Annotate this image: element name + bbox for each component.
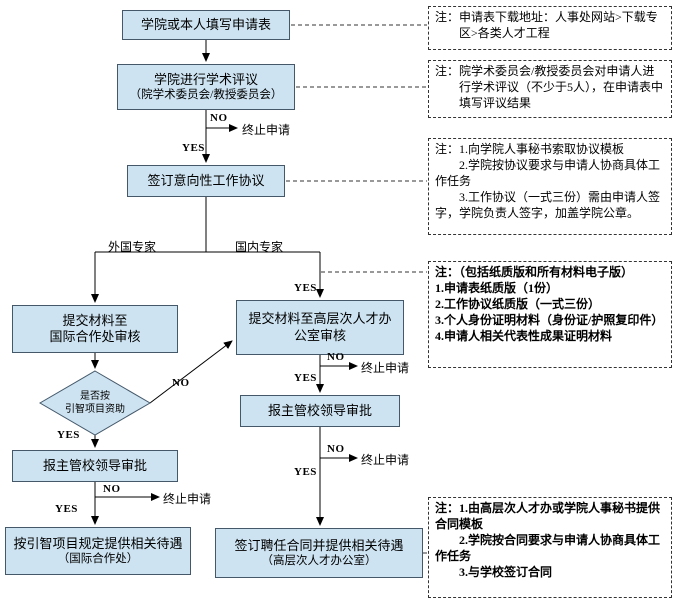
yes-label-leader-right: YES	[294, 466, 317, 478]
flow-box-agreement: 签订意向性工作协议	[127, 165, 285, 197]
flow-box-leader-approval-left: 报主管校领导审批	[12, 450, 178, 482]
no-label-academic: NO	[210, 112, 228, 124]
flow-box-intl-review: 提交材料至 国际合作处审核	[12, 305, 178, 353]
contract-line2: （高层次人才办公室）	[261, 554, 377, 567]
talent-review-line1: 提交材料至高层次人才办	[248, 311, 392, 327]
note-work-agreement: 注：1.向学院人事秘书索取协议模板 2.学院按协议要求与申请人协商具体工作任务 …	[428, 138, 672, 235]
branch-label-domestic-expert: 国内专家	[235, 240, 284, 254]
yes-label-talent-review: YES	[294, 372, 317, 384]
note-paragraph: 注：院学术委员会/教授委员会对申请人进行学术评议（不少于5人），在申请表中填写评…	[435, 64, 664, 110]
note-paragraph: 2.工作协议纸质版（一式三份）	[435, 296, 601, 311]
note-download-address: 注：申请表下载地址：人事处网站>下载专区>各类人才工程	[428, 6, 672, 50]
flow-box-talent-review: 提交材料至高层次人才办 公室审核	[236, 300, 404, 355]
flow-box-intl-benefits: 按引智项目规定提供相关待遇 （国际合作处）	[5, 527, 191, 575]
branch-label-foreign-expert: 外国专家	[108, 240, 157, 254]
decision-funding-text: 是否按 引智项目资助	[40, 384, 150, 422]
intl-benefits-line2: （国际合作处）	[57, 552, 139, 565]
solid-arrows	[91, 40, 358, 526]
terminate-label-academic: 终止申请	[242, 123, 291, 137]
flow-box-apply: 学院或本人填写申请表	[122, 10, 290, 40]
decision-funding-diamond	[39, 370, 151, 436]
note-paragraph: 2.学院按合同要求与申请人协商具体工作任务	[435, 532, 661, 563]
agreement-label: 签订意向性工作协议	[147, 172, 265, 188]
note-paragraph: 2.学院按协议要求与申请人协商具体工作任务	[435, 157, 661, 188]
note-paragraph: 3.工作协议（一式三份）需由申请人签字，学院负责人签字，加盖学院公章。	[435, 189, 661, 220]
no-label-leader-left: NO	[103, 483, 121, 495]
flow-box-academic-review: 学院进行学术评议 （院学术委员会/教授委员会）	[117, 64, 295, 110]
no-label-funding-decision: NO	[172, 377, 190, 389]
yes-label-domestic-branch: YES	[294, 282, 317, 294]
flow-box-leader-approval-right: 报主管校领导审批	[240, 395, 400, 427]
note-connectors	[286, 24, 428, 554]
note-paragraph: 注：申请表下载地址：人事处网站>下载专区>各类人才工程	[435, 10, 658, 40]
flow-box-apply-label: 学院或本人填写申请表	[140, 16, 271, 32]
leader-approval-left-label: 报主管校领导审批	[42, 457, 147, 473]
decision-line1: 是否按	[80, 390, 110, 402]
academic-review-line1: 学院进行学术评议	[153, 71, 258, 87]
intl-review-line1: 提交材料至	[62, 312, 128, 328]
talent-review-line2: 公室审核	[293, 327, 346, 343]
note-paragraph: 4.申请人相关代表性成果证明材料	[435, 328, 613, 343]
note-academic-review: 注：院学术委员会/教授委员会对申请人进行学术评议（不少于5人），在申请表中填写评…	[428, 60, 672, 118]
note-paragraph: 注：（包括纸质版和所有材料电子版）	[435, 265, 634, 279]
academic-review-line2: （院学术委员会/教授委员会）	[129, 88, 283, 101]
note-materials-list: 注：（包括纸质版和所有材料电子版） 1.申请表纸质版（1份） 2.工作协议纸质版…	[428, 261, 672, 368]
note-paragraph: 1.申请表纸质版（1份）	[435, 280, 559, 295]
leader-approval-right-label: 报主管校领导审批	[267, 402, 372, 418]
yes-label-academic: YES	[182, 142, 205, 154]
intl-benefits-line1: 按引智项目规定提供相关待遇	[13, 535, 183, 551]
yes-label-funding-decision: YES	[57, 429, 80, 441]
note-paragraph: 3.与学校签订合同	[459, 564, 553, 579]
note-paragraph: 3.个人身份证明材料（身份证/护照复印件）	[435, 312, 664, 327]
note-paragraph: 注：1.由高层次人才办或学院人事秘书提供合同模板	[435, 501, 661, 531]
flow-box-contract: 签订聘任合同并提供相关待遇 （高层次人才办公室）	[215, 528, 423, 578]
terminate-label-leader-right: 终止申请	[361, 453, 410, 467]
yes-label-leader-left: YES	[55, 503, 78, 515]
no-label-leader-right: NO	[327, 443, 345, 455]
terminate-label-talent-review: 终止申请	[361, 361, 410, 375]
note-paragraph: 注：1.向学院人事秘书索取协议模板	[435, 142, 625, 156]
no-label-talent-review: NO	[327, 351, 345, 363]
note-contract: 注：1.由高层次人才办或学院人事秘书提供合同模板 2.学院按合同要求与申请人协商…	[428, 497, 672, 598]
decision-line2: 引智项目资助	[65, 404, 125, 415]
terminate-label-leader-left: 终止申请	[163, 492, 212, 506]
intl-review-line2: 国际合作处审核	[49, 329, 141, 344]
contract-line1: 签订聘任合同并提供相关待遇	[234, 537, 404, 553]
